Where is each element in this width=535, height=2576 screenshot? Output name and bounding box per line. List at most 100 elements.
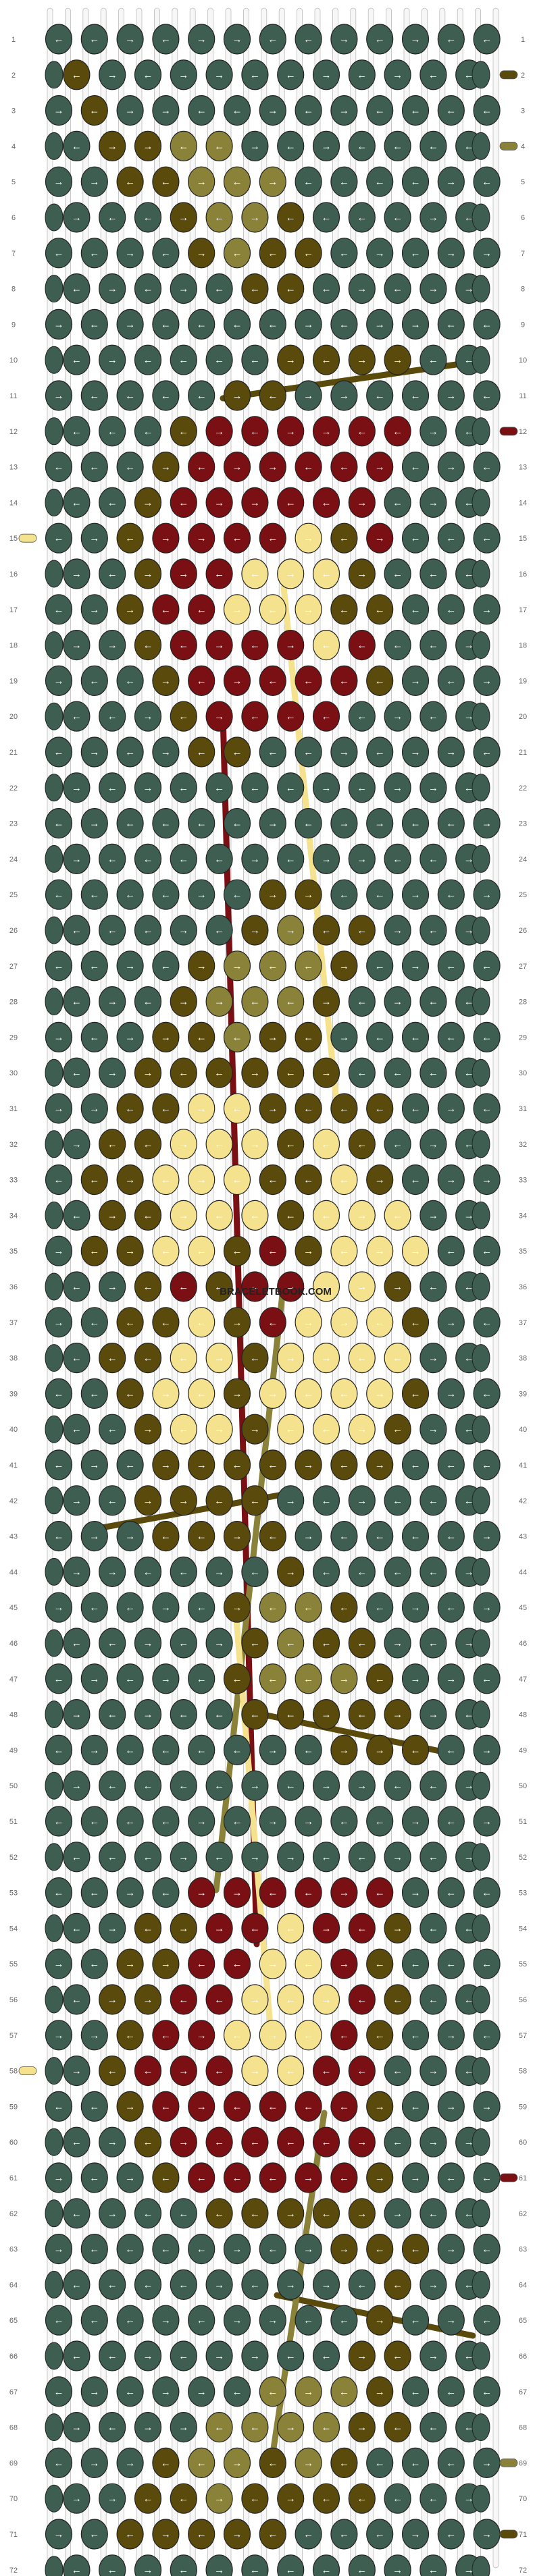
knot[interactable]: → bbox=[205, 2483, 233, 2514]
knot[interactable]: ← bbox=[241, 1200, 269, 1231]
knot[interactable]: ← bbox=[384, 2269, 411, 2300]
knot[interactable]: → bbox=[205, 59, 233, 90]
knot[interactable]: ← bbox=[277, 1200, 305, 1231]
knot[interactable]: → bbox=[152, 1378, 180, 1409]
knot[interactable]: ← bbox=[295, 451, 322, 483]
knot[interactable]: → bbox=[277, 2198, 305, 2229]
knot[interactable]: ← bbox=[63, 2126, 91, 2157]
knot[interactable]: → bbox=[330, 95, 358, 126]
knot[interactable]: ← bbox=[188, 1663, 215, 1694]
knot[interactable]: ← bbox=[366, 736, 394, 768]
knot[interactable]: → bbox=[223, 1592, 251, 1623]
knot[interactable]: ← bbox=[437, 1948, 465, 1979]
knot[interactable]: ← bbox=[295, 1021, 322, 1053]
knot[interactable]: ← bbox=[437, 1235, 465, 1266]
knot[interactable]: → bbox=[330, 807, 358, 839]
knot[interactable]: → bbox=[116, 1521, 144, 1552]
knot[interactable]: → bbox=[401, 879, 430, 910]
knot[interactable]: → bbox=[205, 1556, 233, 1587]
knot[interactable]: ← bbox=[223, 1449, 251, 1480]
knot[interactable]: ← bbox=[223, 879, 251, 910]
knot[interactable]: ← bbox=[295, 95, 322, 126]
knot[interactable]: ← bbox=[401, 2447, 430, 2478]
knot[interactable]: → bbox=[348, 558, 376, 589]
knot[interactable]: → bbox=[419, 1414, 447, 1445]
knot[interactable]: → bbox=[384, 915, 411, 946]
knot[interactable]: → bbox=[116, 24, 144, 55]
knot[interactable]: → bbox=[312, 986, 340, 1017]
knot[interactable]: ← bbox=[348, 59, 376, 90]
knot[interactable]: ← bbox=[419, 344, 447, 375]
knot[interactable]: ← bbox=[188, 736, 215, 768]
knot[interactable]: ← bbox=[437, 1021, 465, 1053]
knot[interactable]: ← bbox=[295, 2519, 322, 2550]
knot[interactable]: → bbox=[348, 2198, 376, 2229]
knot[interactable]: ← bbox=[348, 1842, 376, 1873]
knot[interactable]: → bbox=[437, 1663, 465, 1694]
knot[interactable]: → bbox=[312, 1342, 340, 1374]
knot[interactable]: ← bbox=[170, 701, 197, 732]
knot[interactable]: → bbox=[348, 1770, 376, 1801]
knot[interactable]: ← bbox=[63, 273, 91, 304]
knot[interactable]: → bbox=[134, 772, 162, 803]
knot[interactable]: → bbox=[419, 2269, 447, 2300]
knot[interactable]: ← bbox=[437, 95, 465, 126]
knot[interactable]: → bbox=[295, 308, 322, 340]
knot[interactable]: → bbox=[401, 1592, 430, 1623]
knot[interactable]: → bbox=[330, 1734, 358, 1765]
knot[interactable]: → bbox=[277, 1485, 305, 1516]
knot[interactable]: ← bbox=[437, 807, 465, 839]
knot[interactable]: ← bbox=[401, 451, 430, 483]
knot[interactable]: ← bbox=[348, 1057, 376, 1088]
knot[interactable]: ← bbox=[241, 1271, 269, 1302]
knot[interactable]: ← bbox=[384, 1770, 411, 1801]
knot[interactable]: ← bbox=[80, 665, 108, 697]
knot[interactable]: ← bbox=[170, 1271, 197, 1302]
knot[interactable]: ← bbox=[152, 238, 180, 269]
knot[interactable]: ← bbox=[330, 308, 358, 340]
knot[interactable]: ← bbox=[277, 1414, 305, 1445]
knot[interactable]: → bbox=[116, 2447, 144, 2478]
knot[interactable]: → bbox=[116, 95, 144, 126]
knot[interactable]: ← bbox=[45, 1806, 73, 1837]
knot[interactable]: → bbox=[99, 130, 126, 161]
knot[interactable]: ← bbox=[473, 1378, 501, 1409]
knot[interactable]: ← bbox=[419, 130, 447, 161]
knot[interactable]: ← bbox=[152, 2091, 180, 2122]
knot[interactable]: ← bbox=[312, 273, 340, 304]
knot[interactable]: ← bbox=[241, 1628, 269, 1659]
knot[interactable]: ← bbox=[295, 1378, 322, 1409]
knot[interactable]: ← bbox=[99, 1770, 126, 1801]
knot[interactable]: ← bbox=[259, 1592, 286, 1623]
knot[interactable]: ← bbox=[295, 1877, 322, 1908]
knot[interactable]: → bbox=[473, 1734, 501, 1765]
knot[interactable]: ← bbox=[295, 1592, 322, 1623]
knot[interactable]: ← bbox=[419, 59, 447, 90]
knot[interactable]: ← bbox=[63, 1271, 91, 1302]
knot[interactable]: ← bbox=[116, 1307, 144, 1338]
knot[interactable]: ← bbox=[259, 308, 286, 340]
knot[interactable]: ← bbox=[45, 1164, 73, 1196]
knot[interactable]: → bbox=[384, 2554, 411, 2576]
knot[interactable]: ← bbox=[312, 2198, 340, 2229]
knot[interactable]: ← bbox=[473, 1235, 501, 1266]
knot[interactable]: → bbox=[473, 1806, 501, 1837]
knot[interactable]: ← bbox=[473, 95, 501, 126]
knot[interactable]: ← bbox=[45, 807, 73, 839]
knot[interactable]: ← bbox=[223, 2376, 251, 2407]
knot[interactable]: ← bbox=[366, 2447, 394, 2478]
knot[interactable]: ← bbox=[223, 1164, 251, 1196]
knot[interactable]: ← bbox=[277, 2340, 305, 2371]
knot[interactable]: ← bbox=[348, 1556, 376, 1587]
knot[interactable]: ← bbox=[366, 950, 394, 982]
knot[interactable]: ← bbox=[99, 2269, 126, 2300]
knot[interactable]: ← bbox=[384, 130, 411, 161]
knot[interactable]: → bbox=[419, 1699, 447, 1730]
knot[interactable]: ← bbox=[277, 986, 305, 1017]
knot[interactable]: → bbox=[152, 2376, 180, 2407]
knot[interactable]: ← bbox=[401, 1164, 430, 1196]
knot[interactable]: ← bbox=[134, 915, 162, 946]
knot[interactable]: → bbox=[152, 1663, 180, 1694]
knot[interactable]: → bbox=[348, 1271, 376, 1302]
knot[interactable]: ← bbox=[188, 95, 215, 126]
